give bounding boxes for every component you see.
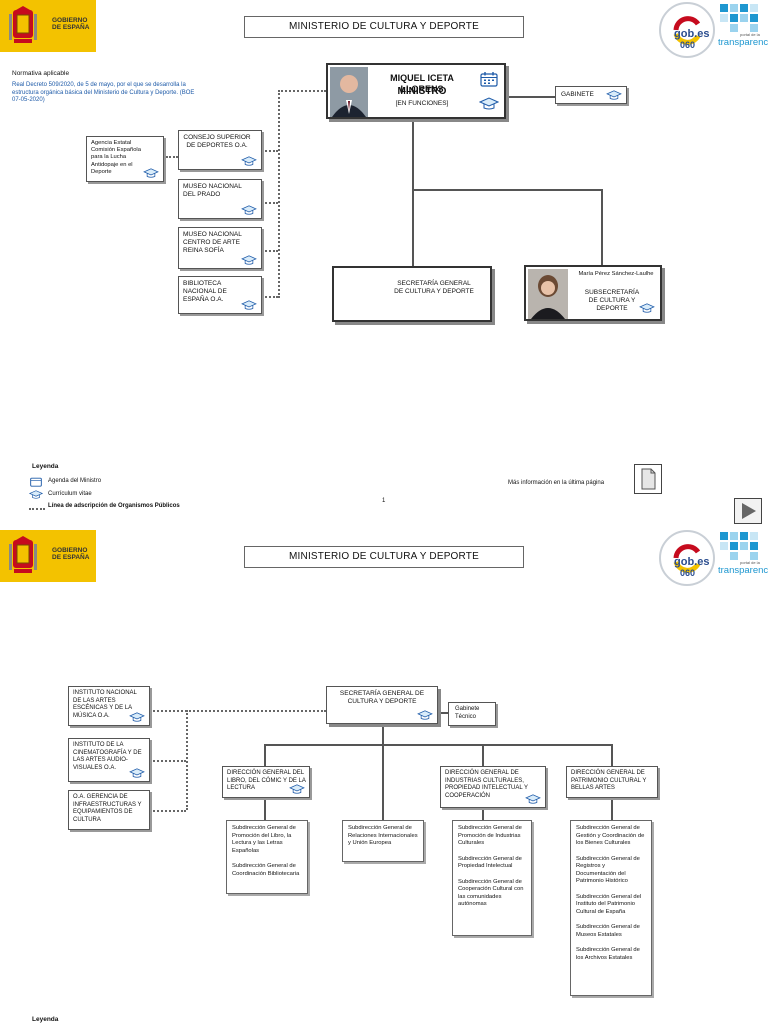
secretaria-general-box-p2: SECRETARÍA GENERAL DE CULTURA Y DEPORTE: [326, 686, 438, 724]
graduation-cap-icon[interactable]: [129, 768, 145, 778]
transparencia-mosaic-icon: [720, 4, 758, 32]
subsecretaria-box: María Pérez Sánchez-Laulhe SUBSECRETARÍA…: [524, 265, 662, 321]
gabinete-tecnico-box: Gabinete Técnico: [448, 702, 496, 726]
transparencia-mosaic-icon: [720, 532, 758, 560]
coat-of-arms-icon: [9, 536, 37, 573]
graduation-cap-icon[interactable]: [241, 156, 257, 166]
more-info-text: Más información en la última página: [508, 480, 605, 486]
normativa-link[interactable]: Real Decreto 509/2020, de 5 de mayo, por…: [12, 82, 195, 103]
gob-es-seal-icon: [659, 530, 715, 586]
transparencia-logo: portal de la transparencia: [718, 2, 768, 56]
dg-patrimonio-box: DIRECCIÓN GENERAL DE PATRIMONIO CULTURAL…: [566, 766, 658, 798]
gob-es-logo: gob.es 060: [658, 2, 716, 58]
list-item: Subdirección General de Museos Estatales: [576, 924, 640, 938]
graduation-cap-icon[interactable]: [639, 303, 655, 313]
legend-line: Línea de adscripción de Organismos Públi…: [48, 503, 180, 509]
dg-industrias-box: DIRECCIÓN GENERAL DE INDUSTRIAS CULTURAL…: [440, 766, 546, 808]
minister-name: Miquel Iceta Llorens: [390, 73, 454, 95]
list-item: Subdirección General de Promoción de Ind…: [458, 825, 522, 847]
gerencia-infraestructuras-box: O.A. GERENCIA DE INFRAESTRUCTURAS Y EQUI…: [68, 790, 150, 830]
list-item: Subdirección General de Promoción del Li…: [232, 825, 296, 854]
graduation-cap-icon: [29, 490, 43, 499]
normativa-label: Normativa aplicable: [12, 70, 70, 77]
subdireccion-relaciones: Subdirección General de Relaciones Inter…: [342, 820, 424, 862]
play-arrow-icon: [742, 503, 756, 519]
page-1: GOBIERNO DE ESPAÑA MINISTERIO DE CULTURA…: [0, 0, 768, 524]
gov-name: GOBIERNO DE ESPAÑA: [52, 547, 90, 562]
coat-of-arms-icon: [9, 6, 37, 43]
museo-reina-sofia-box: MUSEO NACIONAL CENTRO DE ARTE REINA SOFÍ…: [178, 227, 262, 269]
inaem-box: INSTITUTO NACIONAL DE LAS ARTES ESCÉNICA…: [68, 686, 150, 726]
next-page-button[interactable]: [734, 498, 762, 524]
list-item: Subdirección General de Registros y Docu…: [576, 855, 640, 885]
graduation-cap-icon[interactable]: [606, 90, 622, 100]
agenda-calendar-icon[interactable]: [480, 71, 498, 87]
transparencia-logo: portal de la transparencia: [718, 530, 768, 584]
list-item: Subdirección General del Instituto del P…: [576, 893, 642, 915]
graduation-cap-icon[interactable]: [289, 784, 305, 794]
biblioteca-nacional-box: BIBLIOTECA NACIONAL DE ESPAÑA O.A.: [178, 276, 262, 314]
gobierno-logo: GOBIERNO DE ESPAÑA: [0, 0, 96, 52]
document-icon: [641, 468, 656, 490]
graduation-cap-icon[interactable]: [417, 710, 433, 720]
graduation-cap-icon[interactable]: [143, 168, 159, 178]
subdirecciones-patrimonio: Subdirección General de Gestión y Coordi…: [570, 820, 652, 996]
legend-agenda: Agenda del Ministro: [48, 478, 102, 484]
graduation-cap-icon[interactable]: [241, 205, 257, 215]
secretaria-general-box: SECRETARÍA GENERAL DE CULTURA Y DEPORTE: [332, 266, 492, 322]
graduation-cap-icon[interactable]: [525, 794, 541, 804]
subsecretaria-photo: [528, 269, 568, 319]
graduation-cap-icon[interactable]: [479, 97, 499, 110]
page-2: GOBIERNO DE ESPAÑA MINISTERIO DE CULTURA…: [0, 526, 768, 1024]
graduation-cap-icon[interactable]: [129, 712, 145, 722]
subdirecciones-industrias: Subdirección General de Promoción de Ind…: [452, 820, 532, 936]
museo-prado-box: MUSEO NACIONAL DEL PRADO: [178, 179, 262, 219]
graduation-cap-icon[interactable]: [241, 255, 257, 265]
minister-role: MINISTRO: [397, 86, 447, 97]
list-item: Subdirección General de Cooperación Cult…: [458, 878, 524, 908]
gob-es-seal-icon: [659, 2, 715, 58]
gabinete-box: GABINETE: [555, 86, 627, 104]
legend-cv: Currículum vitae: [48, 491, 92, 497]
gov-name: GOBIERNO DE ESPAÑA: [52, 17, 90, 32]
gobierno-logo: GOBIERNO DE ESPAÑA: [0, 530, 96, 582]
page-title: MINISTERIO DE CULTURA Y DEPORTE: [244, 546, 524, 568]
page-number: 1: [382, 498, 386, 504]
legend-title: Leyenda: [32, 463, 59, 470]
legend-title: Leyenda: [32, 1016, 59, 1023]
minister-status: [en funciones]: [395, 100, 449, 107]
minister-box: Miquel Iceta Llorens MINISTRO [en funcio…: [326, 63, 506, 119]
graduation-cap-icon[interactable]: [241, 300, 257, 310]
subsecretaria-name: María Pérez Sánchez-Laulhe: [578, 271, 654, 277]
agencia-antidopaje-box: Agencia Estatal Comisión Española para l…: [86, 136, 164, 182]
gob-es-logo: gob.es 060: [658, 530, 716, 586]
list-item: Subdirección General de Coordinación Bib…: [232, 863, 300, 877]
agenda-calendar-icon: [30, 477, 42, 487]
list-item: Subdirección General de Propiedad Intele…: [458, 855, 522, 870]
more-info-button[interactable]: [634, 464, 662, 494]
dg-libro-box: DIRECCIÓN GENERAL DEL LIBRO, DEL CÓMIC Y…: [222, 766, 310, 798]
minister-photo: [330, 67, 368, 117]
list-item: Subdirección General de Relaciones Inter…: [348, 825, 418, 847]
page-title: MINISTERIO DE CULTURA Y DEPORTE: [244, 16, 524, 38]
list-item: Subdirección General de Gestión y Coordi…: [576, 825, 645, 847]
legend-dotted-line: [29, 508, 45, 510]
consejo-superior-deportes-box: CONSEJO SUPERIOR DE DEPORTES O.A.: [178, 130, 262, 170]
list-item: Subdirección General de los Archivos Est…: [576, 947, 640, 961]
icaa-box: INSTITUTO DE LA CINEMATOGRAFÍA Y DE LAS …: [68, 738, 150, 782]
subdirecciones-libro: Subdirección General de Promoción del Li…: [226, 820, 308, 894]
